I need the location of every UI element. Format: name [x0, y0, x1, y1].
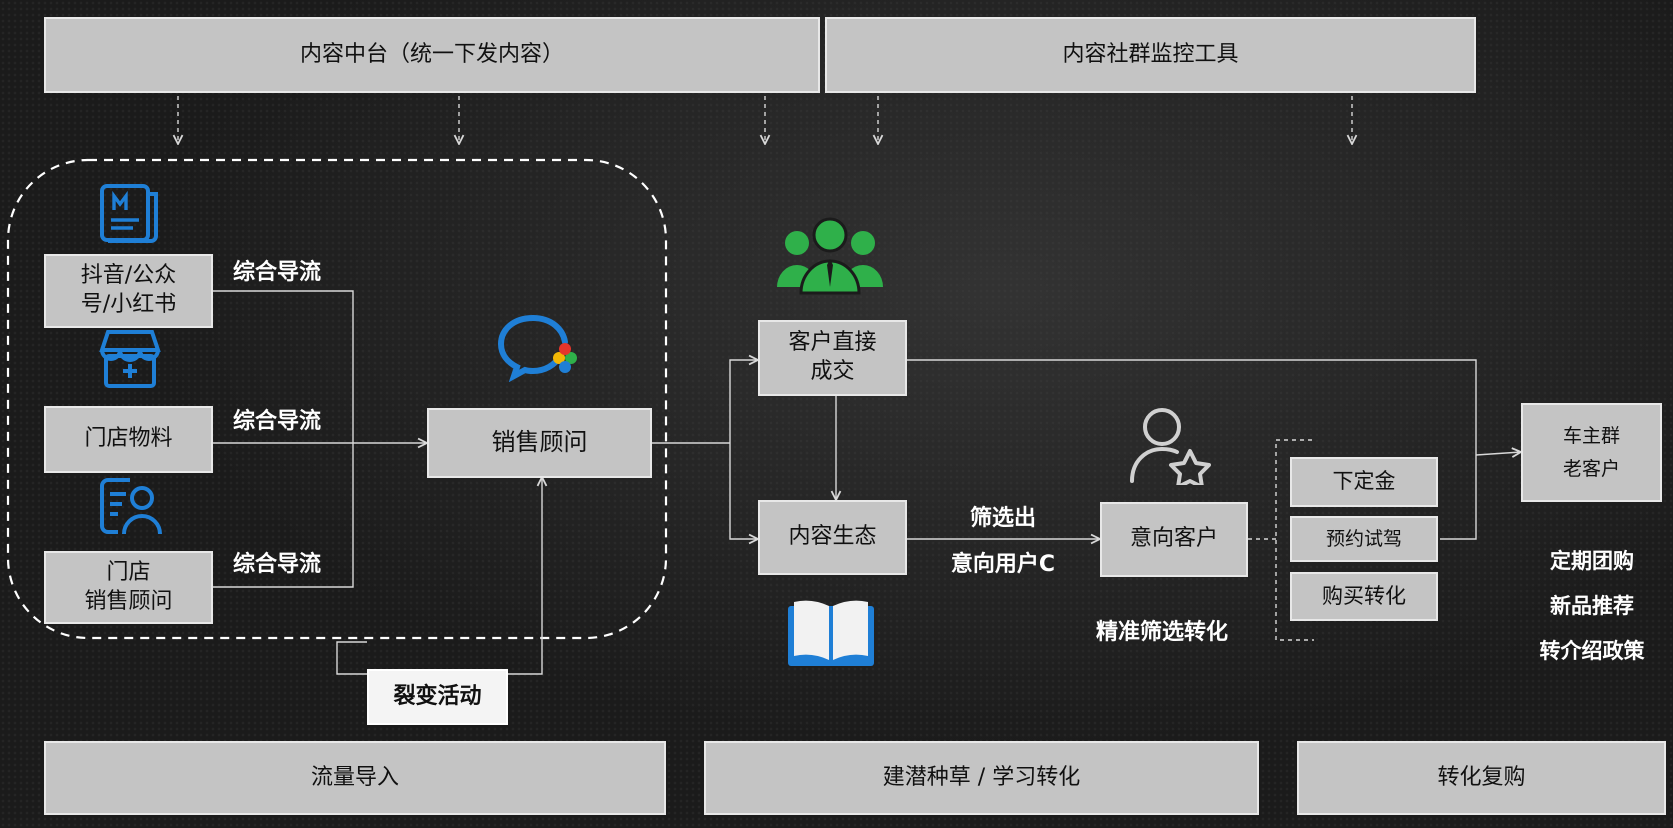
sales-advisor-box: 销售顾问: [427, 408, 652, 478]
filter-label-line2: 意向用户C: [950, 552, 1056, 577]
content-monitor-tool-bar: 内容社群监控工具: [825, 17, 1476, 93]
conversion-repurchase-bar: 转化复购: [1297, 741, 1666, 815]
content-platform-bar: 内容中台（统一下发内容）: [44, 17, 820, 93]
source-social-media: 抖音/公众 号/小红书: [44, 254, 213, 328]
customer-group-icon: [775, 215, 885, 295]
content-ecosystem-box: 内容生态: [758, 500, 907, 575]
source-store-advisor: 门店 销售顾问: [44, 551, 213, 624]
conversion-purchase: 购买转化: [1290, 572, 1438, 621]
policy-item: 转介绍政策: [1539, 639, 1645, 663]
precise-filter-label: 精准筛选转化: [1096, 620, 1229, 645]
direct-deal-box: 客户直接 成交: [758, 320, 907, 396]
article-icon: [97, 180, 163, 246]
store-icon: [98, 328, 162, 390]
conversion-test-drive: 预约试驾: [1290, 516, 1438, 562]
flow-label: 综合导流: [233, 260, 322, 285]
policy-item: 定期团购: [1550, 549, 1634, 573]
nurture-learning-bar: 建潜种草 / 学习转化: [704, 741, 1259, 815]
source-store-materials: 门店物料: [44, 406, 213, 473]
wecom-icon: [495, 312, 585, 382]
policy-item: 新品推荐: [1550, 594, 1634, 618]
owner-group-box: 车主群 老客户: [1521, 403, 1662, 502]
filter-label-line1: 筛选出: [969, 506, 1037, 531]
user-star-icon: [1128, 405, 1218, 485]
fission-activity-box: 裂变活动: [367, 669, 508, 725]
flow-label: 综合导流: [233, 552, 322, 577]
traffic-import-bar: 流量导入: [44, 741, 666, 815]
intent-customer-box: 意向客户: [1100, 502, 1248, 577]
flow-label: 综合导流: [233, 409, 322, 434]
book-icon: [786, 596, 876, 670]
advisor-profile-icon: [96, 474, 166, 538]
conversion-deposit: 下定金: [1290, 457, 1438, 507]
